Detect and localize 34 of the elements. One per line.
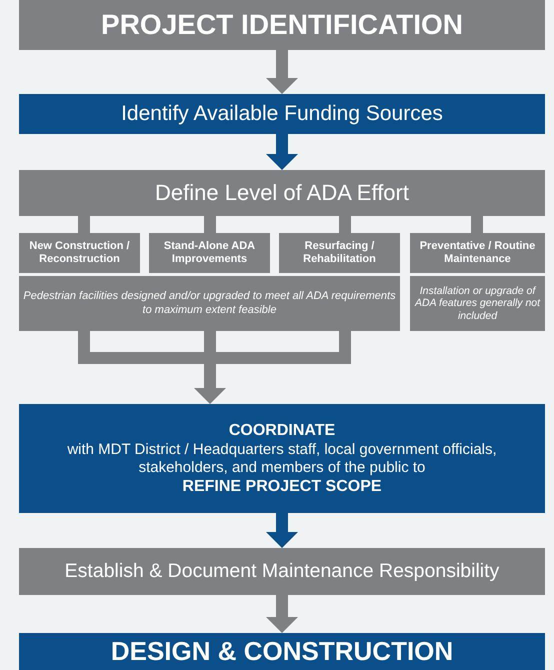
box-text: REFINE PROJECT SCOPE: [182, 476, 382, 496]
category-box: [149, 233, 270, 273]
note-box: [410, 276, 545, 331]
box-text: PROJECT IDENTIFICATION: [101, 8, 463, 42]
box-text: with MDT District / Headquarters staff, local government officials, stakeholders, and members of the public to: [66, 440, 498, 476]
box-text: Pedestrian facilities designed and/or upgraded to meet all ADA requirements to maximum extent feasible: [23, 290, 396, 317]
category-box: [19, 233, 140, 273]
heading-text: COORDINATE: [228, 421, 336, 440]
box-text: Identify Available Funding Sources: [121, 101, 443, 127]
arrow: [266, 513, 298, 548]
box-text: DESIGN & CONSTRUCTION: [110, 636, 454, 668]
box-text: Establish & Document Maintenance Responsibility: [64, 560, 500, 584]
process-box: [19, 0, 545, 50]
connector-line: [78, 216, 90, 233]
box-text: Preventative / Routine Maintenance: [418, 240, 536, 266]
process-box: [19, 548, 545, 595]
connector-line: [339, 216, 351, 233]
category-box: [410, 233, 545, 273]
arrow: [266, 134, 298, 170]
category-box: [279, 233, 400, 273]
connector-line: [204, 216, 216, 233]
arrow: [266, 595, 298, 633]
arrow: [266, 50, 298, 94]
note-box: [19, 276, 400, 331]
box-text: Stand-Alone ADA Improvements: [162, 240, 256, 266]
process-box: [19, 94, 545, 134]
box-text: Resurfacing / Rehabilitation: [302, 240, 377, 266]
process-box: [19, 404, 545, 513]
box-text: Installation or upgrade of ADA features generally not included: [414, 284, 541, 322]
process-box: [19, 170, 545, 216]
box-text: Define Level of ADA Effort: [155, 180, 409, 206]
connector-line: [471, 216, 483, 233]
process-box: [19, 633, 545, 670]
box-text: New Construction / Reconstruction: [28, 240, 131, 266]
